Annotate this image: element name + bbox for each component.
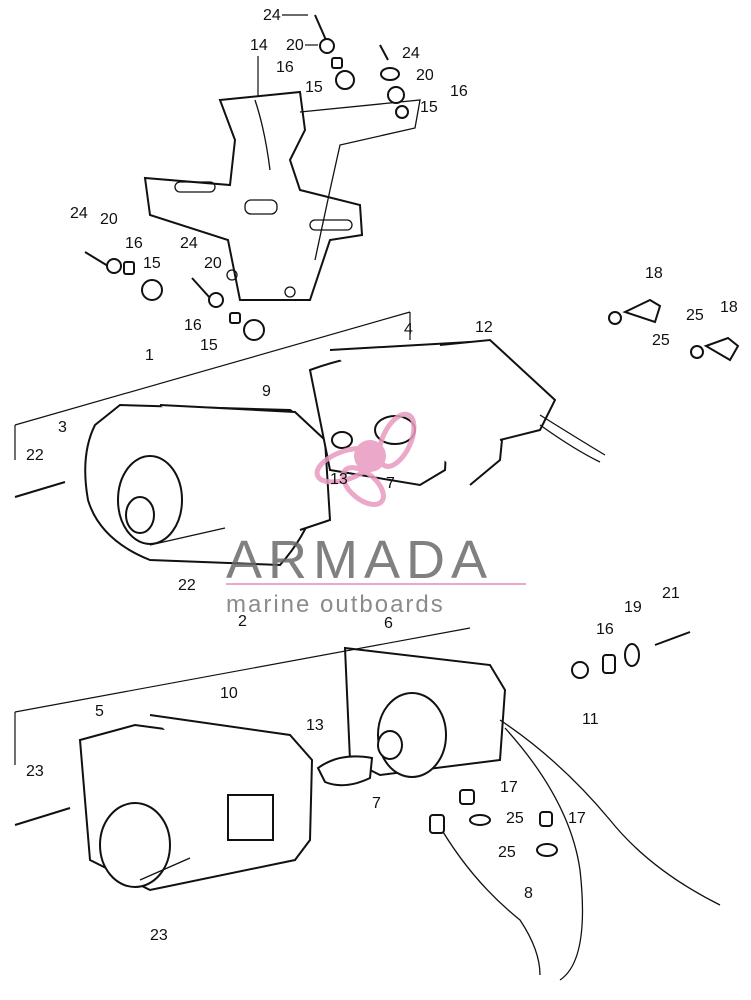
callout-25: 25 — [498, 844, 516, 861]
callout-15: 15 — [143, 255, 161, 272]
callout-13: 13 — [306, 717, 324, 734]
callout-25: 25 — [506, 810, 524, 827]
callout-14: 14 — [250, 37, 268, 54]
tail-light-assembly-1 — [14, 311, 606, 567]
callout-21: 21 — [662, 585, 680, 602]
callout-24: 24 — [263, 7, 281, 24]
callout-12: 12 — [475, 319, 493, 336]
watermark-tagline: marine outboards — [226, 591, 445, 618]
bolt-24-top-right — [379, 44, 409, 119]
armada-logo: ARMADA marine outboards — [226, 411, 526, 618]
callout-20: 20 — [100, 211, 118, 228]
callout-11: 11 — [582, 711, 599, 728]
callout-20: 20 — [204, 255, 222, 272]
callout-24: 24 — [70, 205, 88, 222]
callout-25: 25 — [686, 307, 704, 324]
callout-7: 7 — [372, 795, 381, 812]
callout-5: 5 — [95, 703, 104, 720]
callout-24: 24 — [402, 45, 420, 62]
callout-20: 20 — [416, 67, 434, 84]
callout-25: 25 — [652, 332, 670, 349]
callout-23: 23 — [150, 927, 168, 944]
callout-15: 15 — [420, 99, 438, 116]
callout-6: 6 — [384, 615, 393, 632]
callout-4: 4 — [404, 321, 413, 338]
callout-18: 18 — [720, 299, 738, 316]
callout-16: 16 — [125, 235, 143, 252]
callout-16: 16 — [450, 83, 468, 100]
callout-17: 17 — [568, 810, 586, 827]
callout-7: 7 — [386, 475, 395, 492]
callout-22: 22 — [26, 447, 44, 464]
screw-18-washer-25-upper — [608, 298, 740, 362]
callout-17: 17 — [500, 779, 518, 796]
callout-24: 24 — [180, 235, 198, 252]
callout-15: 15 — [305, 79, 323, 96]
callout-3: 3 — [58, 419, 67, 436]
watermark-brand: ARMADA — [226, 530, 493, 590]
callout-9: 9 — [262, 383, 271, 400]
callout-16: 16 — [184, 317, 202, 334]
callout-15: 15 — [200, 337, 218, 354]
callout-16: 16 — [276, 59, 294, 76]
callouts: 24 20 14 16 15 24 20 16 15 24 20 16 15 2… — [26, 7, 738, 944]
callout-22: 22 — [178, 577, 196, 594]
callout-16: 16 — [596, 621, 614, 638]
callout-18: 18 — [645, 265, 663, 282]
callout-1: 1 — [145, 347, 154, 364]
license-plate-bracket — [143, 90, 421, 301]
callout-10: 10 — [220, 685, 238, 702]
callout-20: 20 — [286, 37, 304, 54]
callout-19: 19 — [624, 599, 642, 616]
bolt-24-mid — [191, 277, 265, 341]
tail-light-assembly-2 — [14, 627, 721, 981]
bolt-24-left — [84, 251, 163, 301]
bolt-24-top — [314, 14, 355, 90]
callout-8: 8 — [524, 885, 533, 902]
callout-23: 23 — [26, 763, 44, 780]
callout-2: 2 — [238, 613, 247, 630]
callout-13: 13 — [330, 471, 348, 488]
